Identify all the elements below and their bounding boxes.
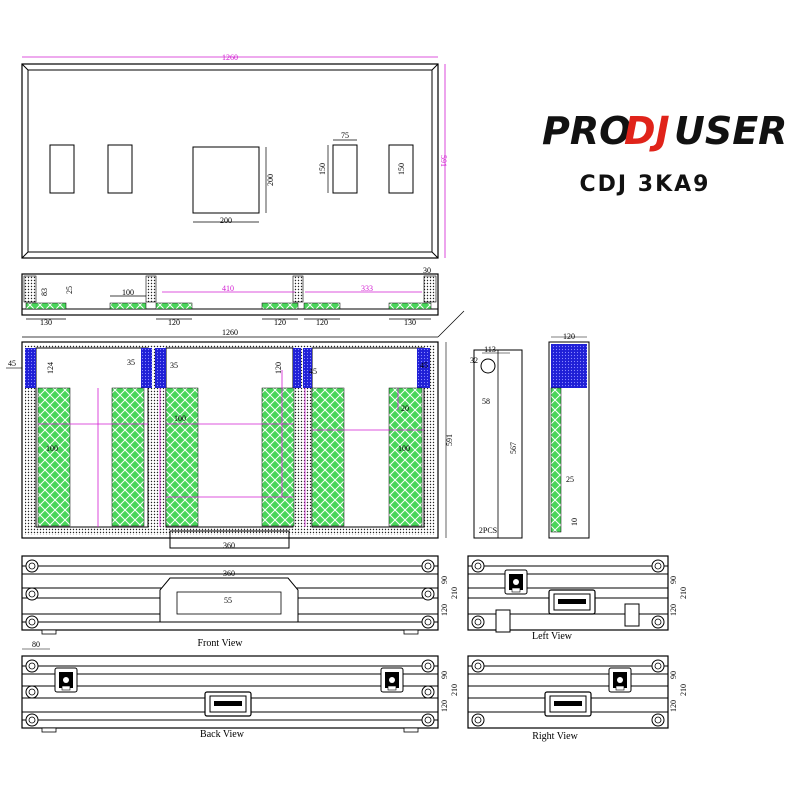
front-dim-55: 55 (224, 596, 232, 605)
prodjuser-logo: PRO DJ USER (542, 109, 787, 153)
plan-dim-124: 124 (46, 362, 55, 374)
plan-view: 1260 (6, 310, 465, 550)
strip-bottom-dim-5: 130 (404, 318, 416, 327)
left-view: 90 210 120 Left View (467, 555, 688, 642)
top-view: 1260 591 75 150 150 200 200 (21, 53, 448, 259)
divider-dim-58: 58 (482, 397, 490, 406)
plan-dim-20: 20 (401, 404, 409, 413)
strip-bottom-dim-4: 120 (316, 318, 328, 327)
center-width-dim: 200 (220, 216, 232, 225)
back-dim-80: 80 (32, 640, 40, 649)
logo-user: USER (674, 109, 787, 153)
left-dim-90: 90 (669, 576, 678, 584)
plan-dim-100-c: 100 (398, 444, 410, 453)
plan-width-dim: 1260 (222, 328, 238, 337)
front-handle-dim: 360 (223, 569, 235, 578)
back-dim-90: 90 (440, 671, 449, 679)
model-name: CDJ 3KA9 (579, 172, 711, 197)
plan-dim-35-a: 35 (127, 358, 135, 367)
logo-dj: DJ (624, 109, 670, 153)
right-dim-120: 120 (669, 700, 678, 712)
front-view: 360 55 90 210 120 Front View (21, 555, 459, 649)
foam-block: 120 25 10 (548, 332, 590, 539)
strip-dim-410: 410 (222, 284, 234, 293)
right-view: 90 210 120 Right View (467, 655, 688, 742)
front-view-label: Front View (197, 638, 243, 649)
strip-bottom-dim-1: 130 (40, 318, 52, 327)
left-dim-120: 120 (669, 604, 678, 616)
plan-dim-45-mid: 45 (309, 367, 317, 376)
divider-dim-567: 567 (509, 442, 518, 454)
strip-dim-333: 333 (361, 284, 373, 293)
top-width-dim: 1260 (222, 53, 238, 62)
top-depth-dim: 591 (439, 155, 448, 167)
right-dim-90: 90 (669, 671, 678, 679)
plan-handle-dim: 360 (223, 541, 235, 550)
plan-dim-100-a: 100 (46, 444, 58, 453)
plan-depth-dim: 591 (445, 434, 454, 446)
slot-width-dim: 75 (341, 131, 349, 140)
slot-height-dim-1: 150 (318, 163, 327, 175)
strip-dim-83: 83 (40, 288, 49, 296)
strip-dim-25: 25 (65, 286, 74, 294)
strip-bottom-dim-3: 120 (274, 318, 286, 327)
slot-height-dim-2: 150 (397, 163, 406, 175)
left-dim-210: 210 (679, 587, 688, 599)
divider-quantity: 2PCS (479, 526, 497, 535)
back-dim-120: 120 (440, 700, 449, 712)
plan-dim-45-right: 45 (420, 361, 428, 370)
plan-dim-120: 120 (274, 362, 283, 374)
divider-dim-32: 32 (470, 356, 478, 365)
front-dim-90: 90 (440, 576, 449, 584)
divider-dim-113: 113 (484, 345, 496, 354)
foam-dim-25: 25 (566, 475, 574, 484)
divider-panel: 113 32 58 567 2PCS (470, 345, 523, 539)
back-view-label: Back View (200, 729, 245, 740)
front-dim-120: 120 (440, 604, 449, 616)
back-view: 80 90 210 120 Back View (21, 640, 459, 740)
center-height-dim: 200 (266, 174, 275, 186)
right-view-label: Right View (532, 731, 578, 742)
strip-bottom-dim-2: 120 (168, 318, 180, 327)
plan-dim-35-b: 35 (170, 361, 178, 370)
front-dim-210: 210 (450, 587, 459, 599)
logo-pro: PRO (542, 109, 631, 153)
right-dim-210: 210 (679, 684, 688, 696)
left-view-label: Left View (532, 631, 573, 642)
foam-dim-10: 10 (570, 518, 579, 526)
plan-dim-100-b: 100 (174, 414, 186, 423)
strip-dim-100: 100 (122, 288, 134, 297)
back-dim-210: 210 (450, 684, 459, 696)
plan-dim-45-left: 45 (8, 359, 16, 368)
strip-dim-30: 30 (423, 266, 431, 275)
section-strip: 410 333 100 83 25 30 130 120 120 120 130 (21, 266, 439, 327)
foam-dim-120: 120 (563, 332, 575, 341)
